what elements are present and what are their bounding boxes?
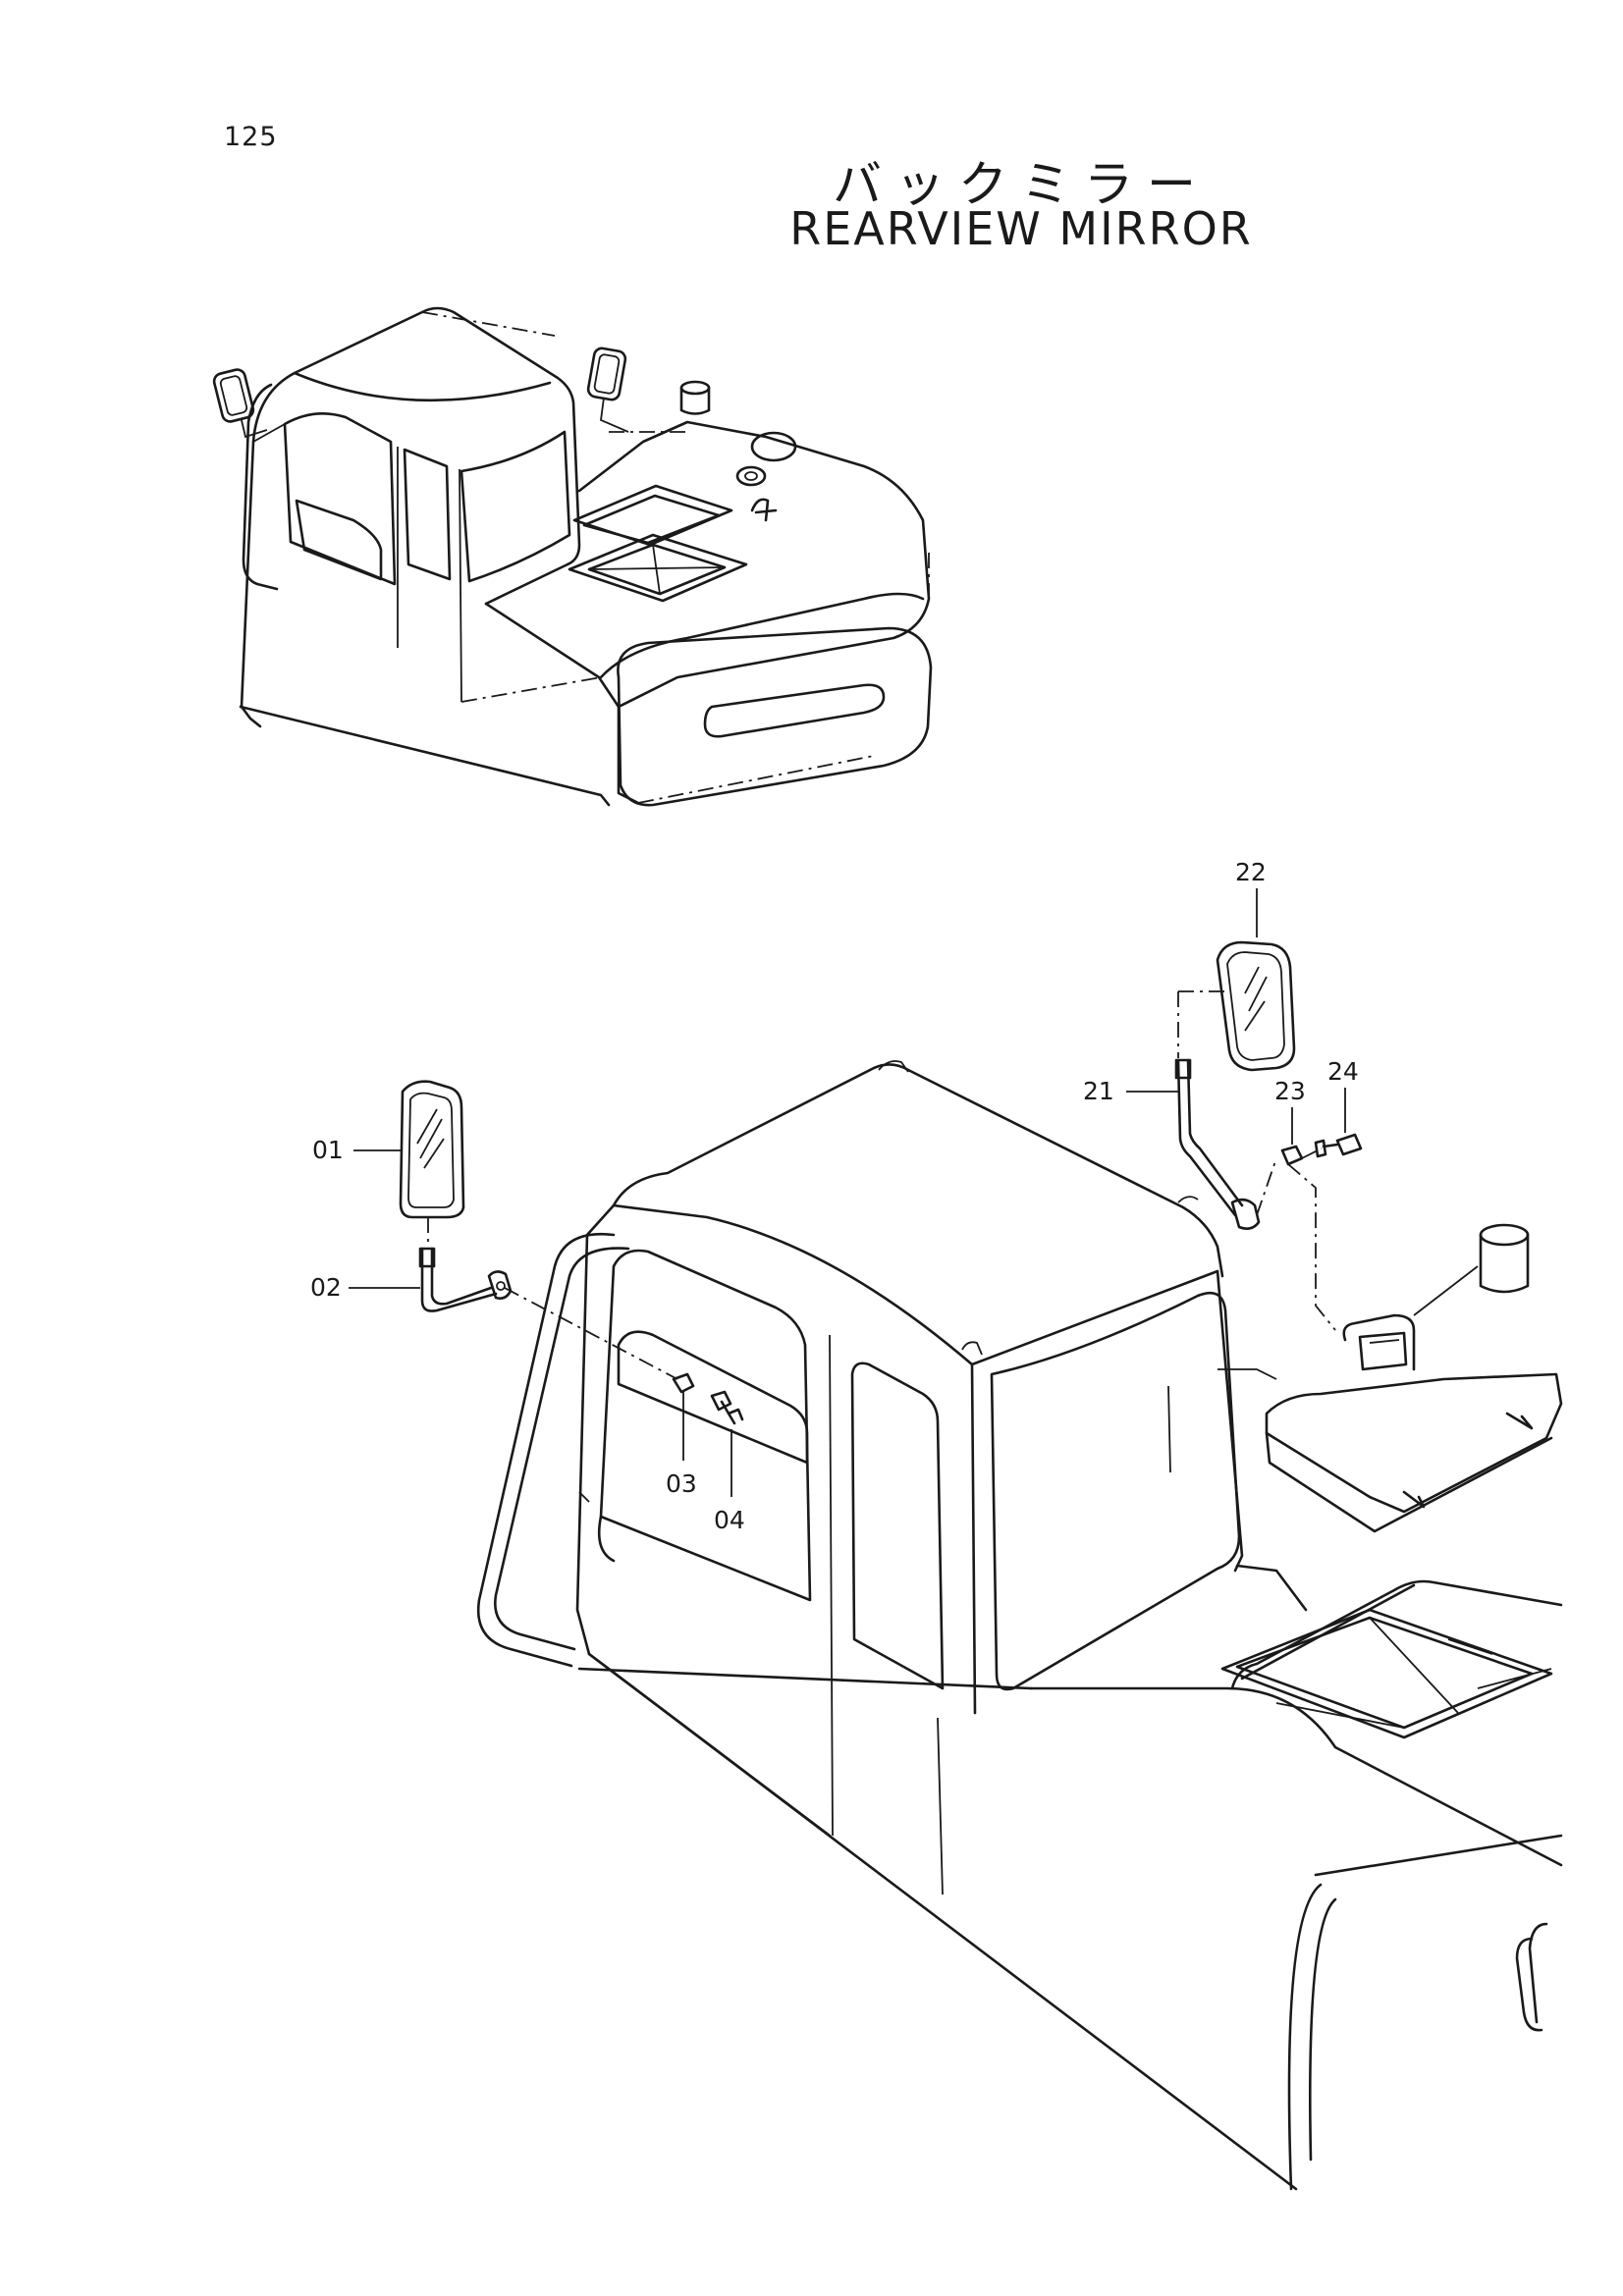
detail-excavator — [399, 940, 1563, 2191]
callout-24: 24 — [1327, 1057, 1359, 1086]
title-english: REARVIEW MIRROR — [789, 202, 1253, 255]
callout-21: 21 — [1083, 1077, 1114, 1105]
stay-right — [1174, 1058, 1261, 1230]
stay-left — [418, 1247, 513, 1312]
callout-leaders — [349, 888, 1346, 1497]
callout-04: 04 — [714, 1506, 745, 1534]
callout-03: 03 — [666, 1469, 697, 1498]
bolt-24 — [1314, 1133, 1363, 1158]
title-japanese: バックミラー — [833, 156, 1210, 213]
nut-03 — [672, 1372, 695, 1394]
callout-23: 23 — [1274, 1077, 1306, 1105]
page-number: 125 — [224, 122, 278, 152]
callout-02: 02 — [310, 1273, 342, 1302]
bolt-04 — [710, 1390, 744, 1425]
mirror-right — [1216, 940, 1296, 1072]
callout-labels: 01 02 03 04 21 22 23 24 — [310, 858, 1359, 1534]
mirror-left — [399, 1080, 465, 1219]
callout-01: 01 — [312, 1136, 344, 1164]
nut-23 — [1280, 1145, 1304, 1166]
overview-excavator — [212, 306, 933, 807]
callout-22: 22 — [1235, 858, 1267, 886]
